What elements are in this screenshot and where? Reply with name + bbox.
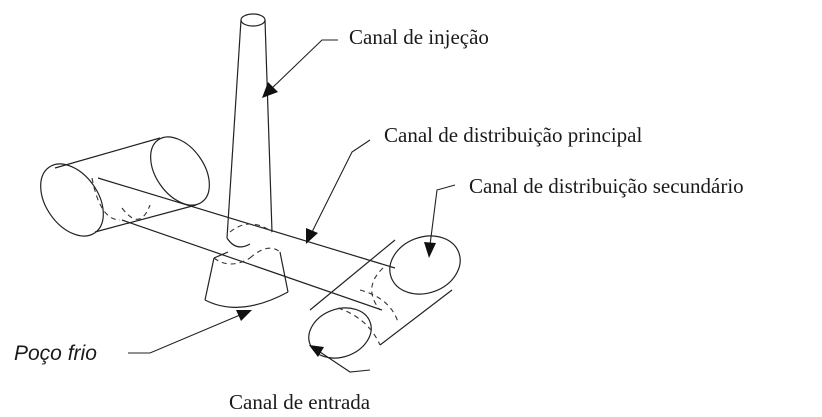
leader-canal-distribuicao-secundario [424,184,456,258]
right-secondary-runner [308,235,461,359]
label-canal-entrada: Canal de entrada [229,390,371,414]
cold-well [204,247,289,308]
left-secondary-runner [40,136,210,237]
label-canal-injecao: Canal de injeção [349,25,489,49]
label-canal-distribuicao-secundario: Canal de distribuição secundário [469,174,744,198]
leader-canal-entrada [309,345,371,373]
leader-canal-distribuicao-principal [306,139,371,244]
label-poco-frio: Poço frio [14,342,97,365]
label-canal-distribuicao-principal: Canal de distribuição principal [384,123,643,147]
leader-poco-frio [128,310,252,354]
sprue [226,13,273,248]
main-distribution-runner [97,177,396,311]
leader-canal-injecao [262,39,338,98]
